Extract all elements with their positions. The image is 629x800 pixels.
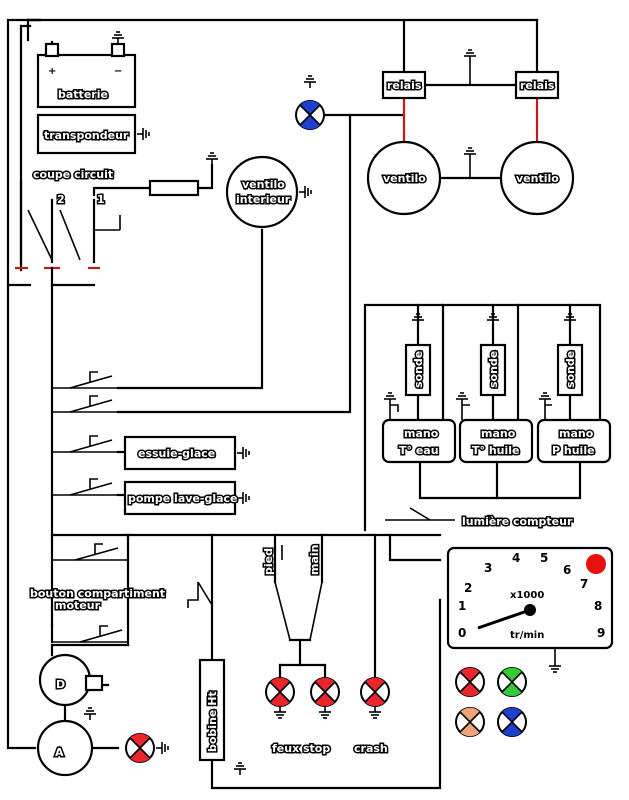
transpondeur-label: transpondeur xyxy=(44,129,129,142)
ventilo-interieur-label-1: ventilo xyxy=(242,178,285,191)
essuie-glace: essuie-glace xyxy=(123,435,250,471)
mano-huile-label-2: T° huile xyxy=(472,444,520,457)
lamp-green-indicator xyxy=(497,667,527,697)
tachometer-tick-3: 3 xyxy=(484,561,492,575)
bobine-ht: bobine Ht xyxy=(198,658,226,762)
transpondeur: transpondeur xyxy=(36,113,150,155)
mano-huile-label-1: mano xyxy=(481,427,516,440)
alternateur: A xyxy=(36,719,94,777)
ground-icon xyxy=(136,127,150,141)
tachometer-tick-7: 7 xyxy=(580,577,588,591)
battery-label: batterie xyxy=(58,88,108,101)
sonde-huile: sonde xyxy=(479,313,507,397)
tachometer-tick-2: 2 xyxy=(464,581,472,595)
sonde-huile-label: sonde xyxy=(487,351,500,388)
ground-icon xyxy=(155,741,169,755)
ground-icon xyxy=(368,705,382,719)
sonde-pression: sonde xyxy=(556,313,584,397)
tachometer-multiplier: x1000 xyxy=(510,590,544,601)
battery-minus: − xyxy=(114,66,122,77)
ground-icon xyxy=(463,147,477,161)
sonde-eau-label: sonde xyxy=(412,351,425,388)
ventilo-interieur-label-2: interieur xyxy=(236,193,291,206)
mano-pression-label-1: mano xyxy=(559,427,594,440)
mano-eau-label-1: mano xyxy=(404,427,439,440)
tachometer-unit: tr/min xyxy=(510,630,544,641)
relais-right: relais xyxy=(514,70,560,100)
coupe-circuit-label: coupe circuit xyxy=(33,168,113,181)
lamp-charge xyxy=(125,733,169,763)
battery-plus: + xyxy=(48,66,56,77)
ventilo-left-label: ventilo xyxy=(383,172,426,185)
sonde-eau: sonde xyxy=(404,313,432,397)
switch-pos-1: 1 xyxy=(97,193,105,206)
dynamo: D xyxy=(38,653,104,707)
dynamo-label: D xyxy=(56,678,65,691)
pompe-lave-glace-label: pompe lave-glace xyxy=(128,492,238,505)
ground-icon xyxy=(383,392,397,406)
tachometer-tick-6: 6 xyxy=(563,563,571,577)
ground-icon xyxy=(298,185,312,199)
lamp-blue-indicator xyxy=(497,707,527,737)
bobine-ht-label: bobine Ht xyxy=(206,691,219,752)
ground-icon xyxy=(455,392,469,406)
tachometer-tick-4: 4 xyxy=(512,551,520,565)
mano-pression: mano P huile xyxy=(536,418,612,464)
ground-icon xyxy=(318,705,332,719)
switch-pos-2: 2 xyxy=(57,193,65,206)
sonde-pression-label: sonde xyxy=(564,351,577,388)
coupe-circuit: coupe circuit 2 1 xyxy=(32,167,115,208)
ventilo-left: ventilo xyxy=(366,140,442,216)
ground-icon xyxy=(205,152,219,166)
mano-huile: mano T° huile xyxy=(458,418,534,464)
lamp-blue xyxy=(295,75,325,130)
essuie-glace-label: essuie-glace xyxy=(138,447,215,460)
ground-icon xyxy=(463,49,477,63)
ventilo-right-label: ventilo xyxy=(516,172,559,185)
ground-icon xyxy=(538,392,552,406)
ground-icon xyxy=(111,31,125,45)
resistor-icon xyxy=(148,179,200,197)
ventilo-interieur: ventilo interieur xyxy=(225,155,312,229)
lamp-red-indicator xyxy=(455,667,485,697)
ground-icon xyxy=(236,491,250,505)
mano-pression-label-2: P huile xyxy=(552,444,595,457)
ground-icon xyxy=(303,75,317,89)
alternateur-label: A xyxy=(55,746,64,759)
tachometer-tick-5: 5 xyxy=(540,551,548,565)
lamp-feux-stop-2 xyxy=(310,677,340,719)
switches-left xyxy=(52,371,313,643)
relais-right-label: relais xyxy=(520,79,555,92)
ground-icon xyxy=(83,707,97,721)
pied-label: pied xyxy=(262,548,275,575)
ground-icon xyxy=(548,659,562,673)
crash-label: crash xyxy=(354,742,388,755)
ground-icon xyxy=(273,705,287,719)
indicator-lamps xyxy=(455,667,527,737)
tachometer-tick-9: 9 xyxy=(597,626,605,640)
ventilo-right: ventilo xyxy=(499,140,575,216)
lumiere-compteur-label: lumière compteur xyxy=(462,515,573,528)
mano-eau: mano T° eau xyxy=(381,418,457,464)
battery: + − batterie xyxy=(36,31,137,109)
main-label: main xyxy=(308,545,321,576)
tachometer-tick-0: 0 xyxy=(458,626,466,640)
lamp-crash xyxy=(360,677,390,719)
bouton-compartiment-label-2: moteur xyxy=(55,599,101,612)
tachometer-tick-8: 8 xyxy=(594,599,602,613)
ground-icon xyxy=(233,762,247,776)
feux-stop-label: feux stop xyxy=(272,742,330,755)
bouton-compartiment-label-1: bouton compartiment xyxy=(30,587,165,600)
relais-left-label: relais xyxy=(387,79,422,92)
lamp-orange-indicator xyxy=(455,707,485,737)
relais-left: relais xyxy=(381,70,427,100)
ground-icon xyxy=(236,446,250,460)
pompe-lave-glace: pompe lave-glace xyxy=(123,480,250,516)
tachometer-tick-1: 1 xyxy=(458,599,466,613)
lamp-feux-stop-1 xyxy=(265,677,295,719)
mano-eau-label-2: T° eau xyxy=(399,444,439,457)
